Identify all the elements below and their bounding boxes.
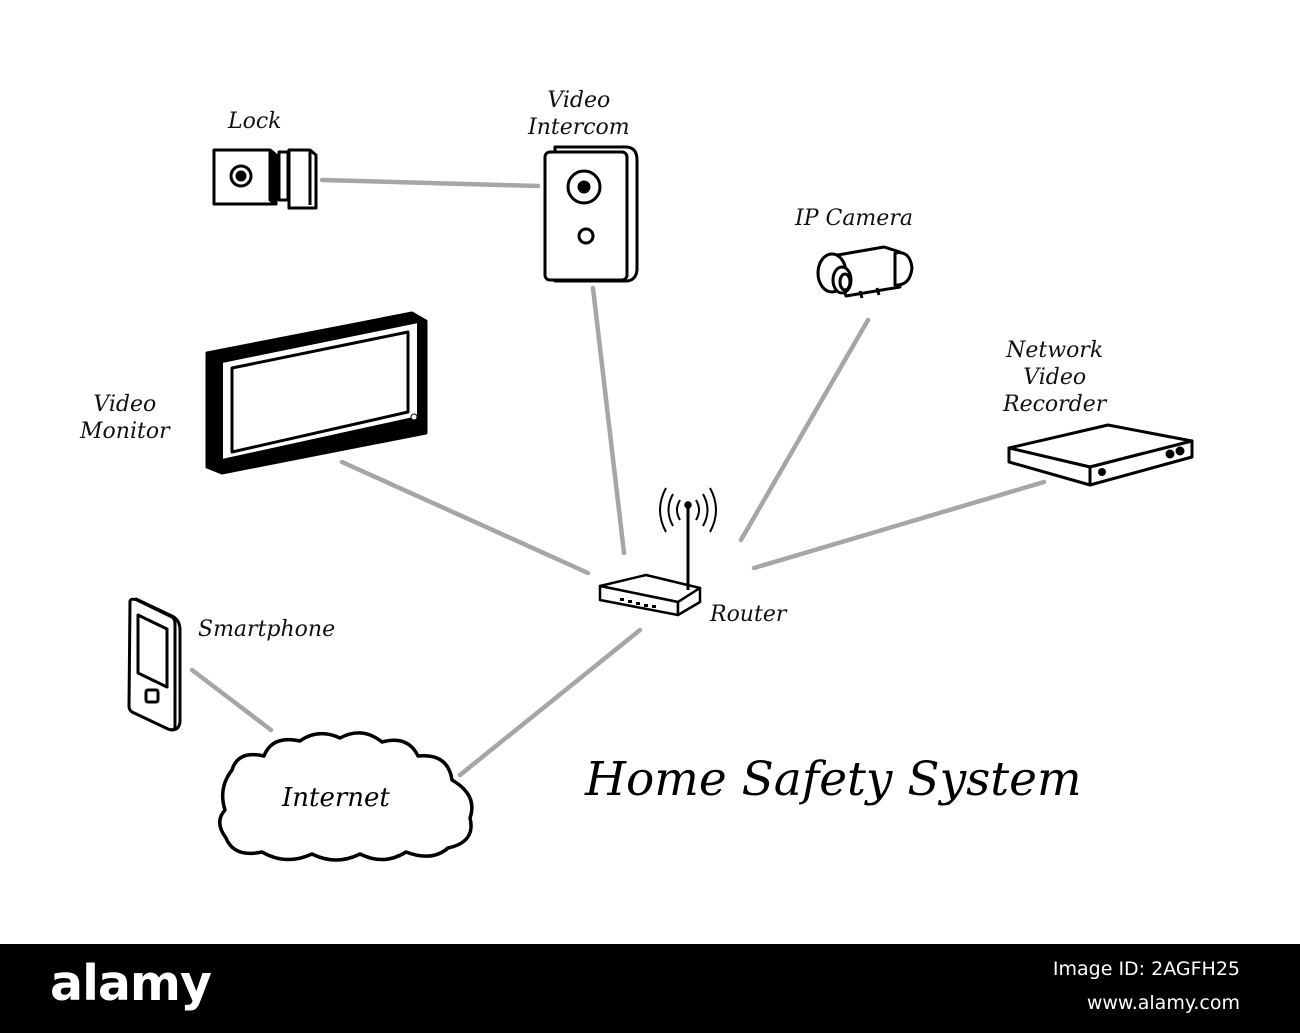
alamy-logo: alamy: [50, 955, 212, 1012]
watermark-footer: alamy Image ID: 2AGFH25 www.alamy.com: [0, 944, 1300, 1033]
video-intercom-label-line2: Intercom: [528, 115, 630, 140]
video-intercom-icon: [543, 145, 639, 283]
smartphone-label: Smartphone: [198, 617, 336, 642]
connection-nvr-router: [751, 479, 1047, 571]
connection-monitor-router: [339, 459, 591, 576]
video-intercom-label: Video Intercom: [528, 87, 630, 141]
router-icon: [598, 487, 717, 617]
video-monitor-icon: [205, 311, 428, 475]
connection-router-internet: [457, 627, 643, 778]
video-monitor-label-line2: Monitor: [80, 419, 170, 444]
connection-camera-router: [738, 317, 871, 543]
lock-icon: [212, 148, 318, 210]
nvr-label-line3: Recorder: [1003, 392, 1107, 417]
diagram-title: Home Safety System: [585, 752, 1082, 807]
video-monitor-label-line1: Video: [93, 392, 157, 417]
internet-cloud-icon: [218, 731, 474, 862]
video-monitor-label: Video Monitor: [80, 391, 170, 445]
nvr-label-line2: Video: [1023, 365, 1087, 390]
video-intercom-label-line1: Video: [547, 88, 611, 113]
nvr-label-line1: Network: [1006, 338, 1104, 363]
lock-label: Lock: [228, 109, 282, 134]
diagram-graphics: [127, 145, 1194, 862]
nvr-icon: [1007, 423, 1194, 487]
diagram-canvas: Lock Video Intercom IP Camera Video Moni…: [80, 87, 1194, 862]
image-id-text: Image ID: 2AGFH25: [1052, 958, 1240, 980]
internet-label: Internet: [282, 783, 390, 813]
site-url-text: www.alamy.com: [1086, 992, 1240, 1014]
ip-camera-icon: [816, 245, 914, 299]
smartphone-icon: [127, 597, 182, 732]
connection-intercom-router: [590, 285, 627, 556]
router-label: Router: [710, 602, 787, 627]
ip-camera-label: IP Camera: [795, 206, 913, 231]
connection-lock-intercom: [319, 177, 541, 189]
nvr-label: Network Video Recorder: [1003, 337, 1106, 418]
connection-smartphone-internet: [189, 667, 274, 733]
